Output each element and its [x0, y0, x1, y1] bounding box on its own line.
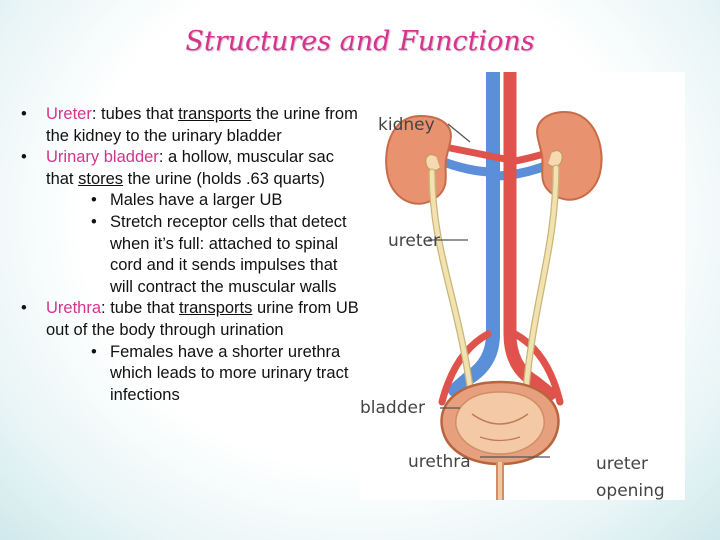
- bullet-urethra: • Urethra: tube that transports urine fr…: [18, 298, 363, 341]
- definition-text: urine from UB out of the body through ur…: [46, 299, 359, 339]
- label-ureter-opening-1: ureter: [596, 454, 648, 474]
- leader-lines: [428, 123, 550, 458]
- bullet-urinary-bladder: • Urinary bladder: a hollow, muscular sa…: [18, 147, 363, 190]
- label-ureter-opening-2: opening: [596, 481, 665, 500]
- term-separator: :: [91, 105, 102, 123]
- term-separator: :: [101, 299, 111, 318]
- label-bladder: bladder: [360, 398, 425, 418]
- label-kidney: kidney: [378, 115, 435, 135]
- term-ureter: Ureter: [46, 105, 92, 123]
- sub-bullet-text: Females have a shorter urethra which lea…: [110, 342, 349, 404]
- right-kidney: [536, 110, 603, 201]
- bullet-marker: •: [91, 191, 97, 210]
- emphasis-stores: stores: [78, 169, 124, 188]
- sub-bullet-stretch-receptors: • Stretch receptor cells that detect whe…: [18, 212, 363, 298]
- definition-text: tube that: [110, 299, 180, 318]
- bullet-marker: •: [21, 299, 27, 318]
- definition-text: tubes that: [101, 105, 179, 123]
- definition-text: the urine (holds .63 quarts): [123, 169, 325, 188]
- sub-bullet-females: • Females have a shorter urethra which l…: [18, 342, 363, 407]
- sub-bullet-males: • Males have a larger UB: [18, 190, 363, 212]
- label-urethra: urethra: [408, 452, 471, 472]
- bullet-list: • Ureter: tubes that transports the urin…: [18, 104, 363, 406]
- bullet-marker: •: [91, 212, 97, 231]
- bullet-marker: •: [21, 148, 27, 167]
- bullet-marker: •: [21, 105, 27, 123]
- term-urethra: Urethra: [46, 299, 102, 318]
- slide-title: Structures and Functions: [185, 26, 535, 57]
- label-ureter: ureter: [388, 231, 440, 251]
- urinary-system-diagram: kidney ureter bladder urethra ureter ope…: [360, 72, 685, 500]
- bullet-marker: •: [91, 342, 97, 361]
- bladder: [440, 380, 560, 466]
- emphasis-transports: transports: [178, 105, 252, 123]
- urinary-system-illustration: kidney ureter bladder urethra ureter ope…: [360, 72, 665, 500]
- definition-text: the urine from the kidney to the urinary…: [46, 105, 358, 145]
- sub-bullet-text: Stretch receptor cells that detect when …: [110, 212, 347, 296]
- definition-text: a hollow, muscular sac that: [46, 148, 334, 188]
- term-separator: :: [158, 148, 168, 167]
- sub-bullet-text: Males have a larger UB: [110, 191, 283, 210]
- bullet-ureter: • Ureter: tubes that transports the urin…: [18, 104, 363, 147]
- term-urinary-bladder: Urinary bladder: [46, 148, 159, 167]
- emphasis-transports: transports: [179, 299, 253, 318]
- ureters: [428, 164, 560, 406]
